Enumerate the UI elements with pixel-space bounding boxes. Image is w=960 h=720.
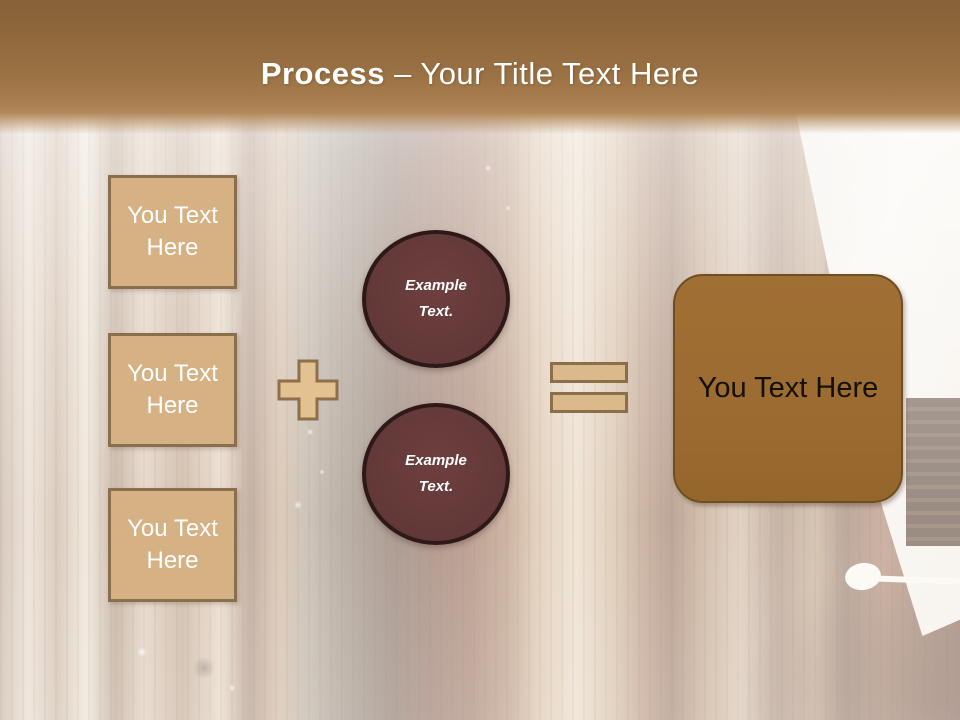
circle-1-line-1: Example — [405, 276, 467, 294]
result-box-label: You Text Here — [697, 372, 879, 404]
equals-bar-top — [550, 362, 628, 383]
slide-title: Process – Your Title Text Here — [0, 56, 960, 92]
left-box-3-label: You Text Here — [127, 514, 218, 574]
plus-icon-shape — [277, 359, 339, 421]
plus-icon — [276, 358, 340, 422]
result-box: You Text Here — [673, 274, 903, 503]
left-box-2: You Text Here — [108, 333, 237, 447]
circle-2-line-1: Example — [405, 451, 467, 469]
title-bold-text: Process — [260, 56, 385, 91]
example-circle-2: Example Text. — [362, 403, 510, 545]
title-banner: Process – Your Title Text Here — [0, 0, 960, 134]
left-box-1: You Text Here — [108, 175, 237, 289]
title-regular-text: – Your Title Text Here — [384, 56, 700, 91]
left-box-1-label: You Text Here — [127, 201, 218, 261]
circle-2-line-2: Text. — [418, 478, 454, 495]
equals-bar-bottom — [550, 392, 628, 413]
left-box-3: You Text Here — [108, 488, 237, 602]
example-circle-1: Example Text. — [362, 230, 510, 368]
circle-1-line-2: Text. — [418, 303, 454, 320]
left-box-2-label: You Text Here — [127, 359, 218, 419]
